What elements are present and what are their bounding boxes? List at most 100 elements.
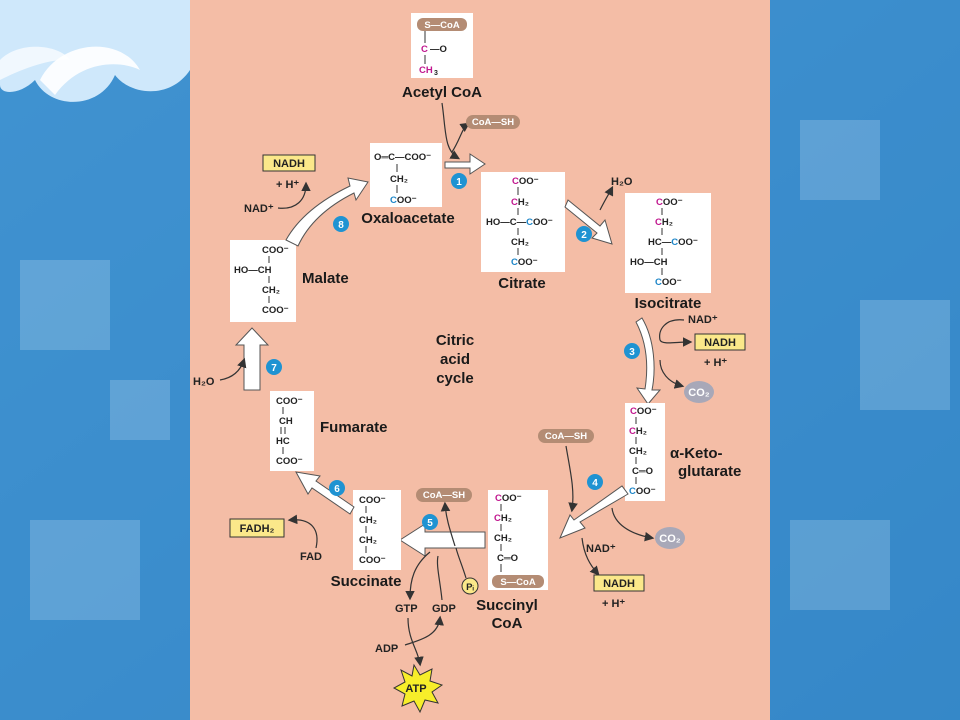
svg-text:CoA—SH: CoA—SH bbox=[545, 431, 587, 442]
svg-text:CH: CH bbox=[419, 65, 433, 76]
svg-text:—O: —O bbox=[430, 44, 447, 55]
svg-text:COO⁻: COO⁻ bbox=[359, 555, 386, 566]
svg-text:CH: CH bbox=[279, 416, 293, 427]
svg-text:CH₂: CH₂ bbox=[511, 197, 529, 208]
alpha-kg-label-1: α-Keto- bbox=[670, 445, 723, 462]
step-1: 1 bbox=[451, 173, 467, 189]
nadh-box-step3: NADH bbox=[694, 333, 746, 351]
svg-text:CO₂: CO₂ bbox=[688, 387, 710, 399]
svg-text:C═O: C═O bbox=[497, 553, 518, 564]
step-2: 2 bbox=[576, 226, 592, 242]
hplus-step3: + H⁺ bbox=[704, 357, 727, 369]
hplus-step8: + H⁺ bbox=[276, 179, 299, 191]
svg-text:NADH: NADH bbox=[704, 337, 736, 349]
pi-badge: Pᵢ bbox=[461, 577, 479, 595]
center-label-3: cycle bbox=[436, 370, 474, 387]
succinyl-coa-label-1: Succinyl bbox=[476, 597, 538, 614]
h2o-step2: H₂O bbox=[611, 176, 633, 188]
svg-text:COO⁻: COO⁻ bbox=[630, 406, 657, 417]
svg-text:COO⁻: COO⁻ bbox=[390, 195, 417, 206]
svg-text:3: 3 bbox=[434, 70, 438, 77]
coa-sh-pill-2: CoA—SH bbox=[538, 429, 594, 443]
alpha-kg-label-2: glutarate bbox=[678, 463, 741, 480]
svg-text:CH₂: CH₂ bbox=[390, 174, 408, 185]
step-6: 6 bbox=[329, 480, 345, 496]
isocitrate-molecule: COO⁻ CH₂ HC—COO⁻ HO—CH COO⁻ bbox=[625, 193, 711, 293]
atp-burst: ATP bbox=[392, 663, 444, 714]
svg-text:O═C—COO⁻: O═C—COO⁻ bbox=[374, 152, 431, 163]
svg-text:COO⁻: COO⁻ bbox=[512, 176, 539, 187]
svg-text:NADH: NADH bbox=[603, 578, 635, 590]
svg-text:FADH₂: FADH₂ bbox=[240, 523, 275, 535]
svg-text:COO⁻: COO⁻ bbox=[629, 486, 656, 497]
svg-text:HO—CH: HO—CH bbox=[630, 257, 668, 268]
svg-text:1: 1 bbox=[456, 177, 462, 188]
svg-text:CH₂: CH₂ bbox=[511, 237, 529, 248]
svg-text:2: 2 bbox=[581, 230, 587, 241]
succinate-molecule: COO⁻ CH₂ CH₂ COO⁻ bbox=[353, 490, 401, 570]
svg-text:C: C bbox=[421, 44, 428, 55]
svg-text:COO⁻: COO⁻ bbox=[276, 396, 303, 407]
svg-text:CO₂: CO₂ bbox=[659, 533, 681, 545]
malate-label: Malate bbox=[302, 270, 349, 287]
h2o-step7: H₂O bbox=[193, 376, 215, 388]
step-7: 7 bbox=[266, 359, 282, 375]
svg-text:NADH: NADH bbox=[273, 158, 305, 170]
succinate-label: Succinate bbox=[331, 573, 402, 590]
svg-text:HO—C—COO⁻: HO—C—COO⁻ bbox=[486, 217, 553, 228]
alpha-ketoglutarate-molecule: COO⁻ CH₂ CH₂ C═O COO⁻ bbox=[625, 403, 665, 501]
malate-molecule: COO⁻ HO—CH CH₂ COO⁻ bbox=[230, 240, 296, 322]
citrate-label: Citrate bbox=[498, 275, 546, 292]
nad-step3: NAD⁺ bbox=[688, 314, 718, 326]
citrate-molecule: COO⁻ CH₂ HO—C—COO⁻ CH₂ COO⁻ bbox=[481, 172, 565, 272]
svg-text:HC: HC bbox=[276, 436, 290, 447]
svg-text:HO—CH: HO—CH bbox=[234, 265, 272, 276]
oxaloacetate-molecule: O═C—COO⁻ CH₂ COO⁻ bbox=[370, 143, 442, 207]
fumarate-molecule: COO⁻ CH HC COO⁻ bbox=[270, 391, 314, 471]
cloud-decoration bbox=[0, 0, 190, 102]
svg-text:COO⁻: COO⁻ bbox=[262, 245, 289, 256]
coa-sh-pill-1: CoA—SH bbox=[466, 115, 520, 129]
svg-text:COO⁻: COO⁻ bbox=[495, 493, 522, 504]
svg-text:CoA—SH: CoA—SH bbox=[472, 117, 514, 128]
svg-text:6: 6 bbox=[334, 484, 340, 495]
svg-text:Pᵢ: Pᵢ bbox=[466, 582, 474, 593]
adp-label: ADP bbox=[375, 643, 398, 655]
svg-text:4: 4 bbox=[592, 478, 598, 489]
svg-text:CH₂: CH₂ bbox=[655, 217, 673, 228]
svg-text:CH₂: CH₂ bbox=[629, 426, 647, 437]
acetyl-coa-molecule: S—CoA C —O CH 3 bbox=[411, 13, 473, 78]
center-label-1: Citric bbox=[436, 332, 474, 349]
svg-text:COO⁻: COO⁻ bbox=[276, 456, 303, 467]
svg-text:CH₂: CH₂ bbox=[359, 515, 377, 526]
center-label-2: acid bbox=[440, 351, 470, 368]
svg-text:COO⁻: COO⁻ bbox=[655, 277, 682, 288]
coa-sh-pill-3: CoA—SH bbox=[416, 488, 472, 502]
hplus-step4: + H⁺ bbox=[602, 598, 625, 610]
succinyl-coa-molecule: COO⁻ CH₂ CH₂ C═O S—CoA bbox=[488, 490, 548, 590]
fumarate-label: Fumarate bbox=[320, 419, 388, 436]
isocitrate-label: Isocitrate bbox=[635, 295, 702, 312]
svg-text:CH₂: CH₂ bbox=[262, 285, 280, 296]
svg-text:CH₂: CH₂ bbox=[494, 533, 512, 544]
svg-text:HC—COO⁻: HC—COO⁻ bbox=[648, 237, 698, 248]
co2-bubble-step3: CO₂ bbox=[684, 381, 714, 403]
step-8: 8 bbox=[333, 216, 349, 232]
svg-text:CH₂: CH₂ bbox=[629, 446, 647, 457]
svg-text:COO⁻: COO⁻ bbox=[511, 257, 538, 268]
nadh-box-step8: NADH bbox=[262, 154, 316, 172]
s-coa-label: S—CoA bbox=[424, 20, 460, 31]
co2-bubble-step4: CO₂ bbox=[655, 527, 685, 549]
gtp-label: GTP bbox=[395, 603, 418, 615]
svg-text:CH₂: CH₂ bbox=[494, 513, 512, 524]
svg-text:COO⁻: COO⁻ bbox=[262, 305, 289, 316]
succinyl-coa-label-2: CoA bbox=[492, 615, 523, 632]
oxaloacetate-label: Oxaloacetate bbox=[361, 210, 454, 227]
gdp-label: GDP bbox=[432, 603, 456, 615]
step-4: 4 bbox=[587, 474, 603, 490]
nad-step8: NAD⁺ bbox=[244, 203, 274, 215]
svg-text:COO⁻: COO⁻ bbox=[359, 495, 386, 506]
step-3: 3 bbox=[624, 343, 640, 359]
